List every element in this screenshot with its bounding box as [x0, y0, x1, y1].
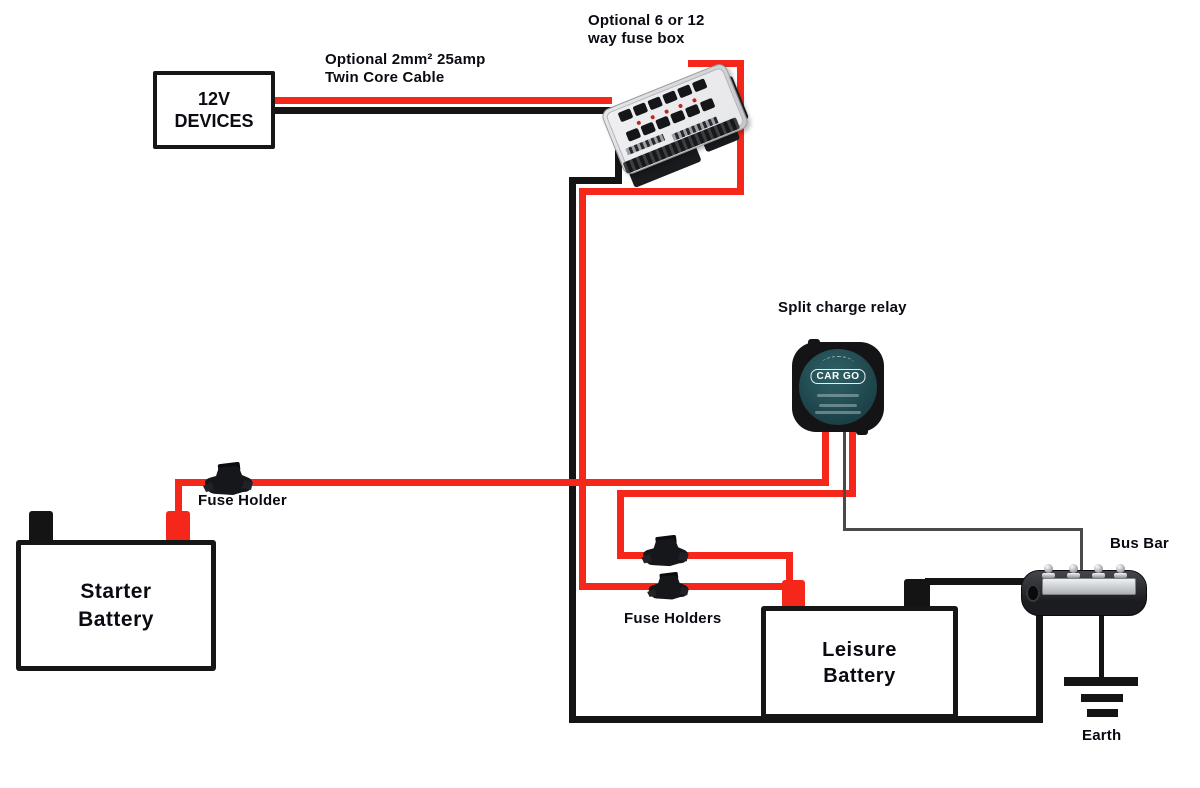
cable-note-label: Optional 2mm² 25amp Twin Core Cable: [325, 51, 486, 86]
wire-leisure-positive-drop: [786, 552, 793, 590]
starter-battery-label: Starter Battery: [78, 580, 154, 631]
relay-brand-logo: CAR GO: [810, 369, 866, 384]
wire-positive-12v-devices: [267, 97, 612, 104]
wire-fuseholder-top-run: [617, 552, 793, 559]
wire-relay-leisure-run: [617, 490, 856, 497]
relay-face-text-line-3: [815, 411, 861, 414]
wire-relay-leisure-drop: [849, 428, 856, 497]
wire-negative-fusebox-stub: [615, 150, 622, 184]
fuse-box: [599, 61, 751, 189]
relay-mount-ear-bottom: [856, 428, 868, 435]
wire-fusebox-feed-drop2: [579, 188, 586, 590]
twelve-volt-devices-box: 12V DEVICES: [153, 71, 275, 149]
wire-negative-main-drop: [569, 177, 576, 723]
bus-bar-mount-hole: [1028, 586, 1038, 600]
earth-bar-3: [1087, 709, 1118, 717]
wire-relay-sense-to-busbar: [1080, 528, 1083, 574]
wire-relay-sense-drop: [843, 430, 846, 530]
twelve-volt-devices-label: 12V DEVICES: [174, 88, 254, 132]
starter-battery-positive-terminal: [166, 511, 190, 542]
wire-negative-bottom-run: [569, 716, 1043, 723]
starter-battery: Starter Battery: [16, 540, 216, 671]
split-charge-relay-label: Split charge relay: [778, 299, 907, 316]
leisure-battery-positive-terminal: [782, 580, 805, 610]
bus-bar-plate: [1042, 578, 1136, 595]
wire-starter-positive-riser: [175, 479, 182, 515]
leisure-battery-negative-terminal: [904, 579, 930, 609]
fuse-holder-starter: [203, 462, 253, 495]
leisure-battery: Leisure Battery: [761, 606, 958, 719]
leisure-battery-label: Leisure Battery: [822, 638, 897, 687]
wire-relay-sense-run: [843, 528, 1083, 531]
wire-leisure-negative-to-busbar: [925, 578, 1025, 585]
wire-relay-starter-drop: [822, 428, 829, 486]
fuse-holder-label: Fuse Holder: [198, 492, 287, 509]
wire-fusebox-feed-elbow: [579, 188, 744, 195]
fuse-box-note-label: Optional 6 or 12 way fuse box: [588, 12, 705, 47]
relay-face-text-line-1: [817, 394, 859, 397]
fuse-holder-relay-top: [641, 535, 689, 567]
wire-negative-busbar-riser: [1036, 612, 1043, 723]
relay-face: CAR GO: [799, 349, 877, 425]
earth-bar-2: [1081, 694, 1123, 702]
starter-battery-negative-terminal: [29, 511, 53, 542]
relay-face-text-line-2: [819, 404, 857, 407]
earth-label: Earth: [1082, 727, 1122, 744]
relay-face-arc: [821, 356, 855, 373]
relay-mount-ear-top: [808, 339, 820, 346]
bus-bar-label: Bus Bar: [1110, 535, 1169, 552]
wire-negative-12v-devices: [267, 107, 617, 114]
split-charge-relay: CAR GO: [792, 339, 884, 435]
fuse-holder-fusebox-feed: [647, 572, 689, 600]
wire-negative-fusebox-elbow: [569, 177, 622, 184]
earth-bar-1: [1064, 677, 1138, 686]
bus-bar: [1021, 564, 1147, 616]
wire-relay-to-starter-run: [175, 479, 829, 486]
wire-relay-leisure-drop2: [617, 490, 624, 559]
wire-earth-stem: [1099, 612, 1104, 678]
fuse-holders-label: Fuse Holders: [624, 610, 722, 627]
